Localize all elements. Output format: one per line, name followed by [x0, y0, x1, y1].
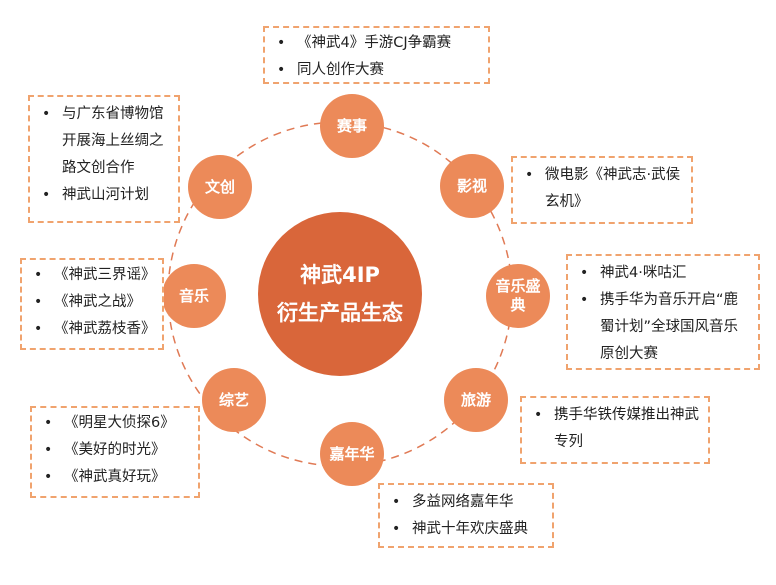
- node-yingshi: 影视: [440, 154, 504, 218]
- box-yinyueshengdian: 神武4·咪咕汇 携手华为音乐开启“鹿蜀计划”全球国风音乐原创大赛: [566, 254, 760, 370]
- box-saishi: 《神武4》手游CJ争霸赛 同人创作大赛: [263, 26, 490, 84]
- list-item: 微电影《神武志·武侯玄机》: [523, 162, 683, 216]
- node-saishi: 赛事: [320, 94, 384, 158]
- list-item: 《神武之战》: [32, 289, 154, 316]
- list-item: 《神武真好玩》: [42, 464, 190, 491]
- list-item: 与广东省博物馆开展海上丝绸之路文创合作: [40, 101, 170, 182]
- box-zongyi: 《明星大侦探6》 《美好的时光》 《神武真好玩》: [30, 406, 200, 498]
- node-yinyue: 音乐: [162, 264, 226, 328]
- node-wenchuang: 文创: [188, 155, 252, 219]
- list-item: 同人创作大赛: [275, 57, 480, 84]
- node-lvyou: 旅游: [444, 368, 508, 432]
- center-subtitle: 衍生产品生态: [277, 301, 403, 325]
- node-yinyueshengdian: 音乐盛典: [486, 264, 550, 328]
- center-circle: 神武4IP 衍生产品生态: [258, 212, 422, 376]
- list-item: 《美好的时光》: [42, 437, 190, 464]
- list-item: 神武山河计划: [40, 182, 170, 209]
- list-item: 《明星大侦探6》: [42, 410, 190, 437]
- box-jianianhua: 多益网络嘉年华 神武十年欢庆盛典: [378, 483, 554, 548]
- list-item: 多益网络嘉年华: [390, 489, 544, 516]
- list-item: 《神武荔枝香》: [32, 316, 156, 343]
- box-yingshi: 微电影《神武志·武侯玄机》: [511, 156, 693, 224]
- list-item: 神武4·咪咕汇: [578, 260, 750, 287]
- box-lvyou: 携手华铁传媒推出神武专列: [520, 396, 710, 464]
- node-jianianhua: 嘉年华: [320, 422, 384, 486]
- list-item: 携手华铁传媒推出神武专列: [532, 402, 700, 456]
- list-item: 《神武4》手游CJ争霸赛: [275, 30, 480, 57]
- list-item: 《神武三界谣》: [32, 262, 156, 289]
- center-title: 神武4IP: [300, 263, 380, 287]
- box-yinyue: 《神武三界谣》 《神武之战》 《神武荔枝香》: [20, 258, 164, 350]
- node-zongyi: 综艺: [202, 368, 266, 432]
- box-wenchuang: 与广东省博物馆开展海上丝绸之路文创合作 神武山河计划: [28, 95, 180, 223]
- list-item: 携手华为音乐开启“鹿蜀计划”全球国风音乐原创大赛: [578, 287, 750, 368]
- list-item: 神武十年欢庆盛典: [390, 516, 544, 543]
